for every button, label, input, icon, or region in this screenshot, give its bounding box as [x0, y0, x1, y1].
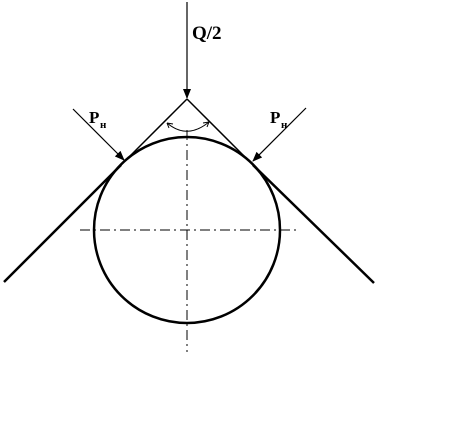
force-arrow-right [252, 107, 307, 162]
vee-angle-arrow-right [202, 121, 210, 128]
vee-angle-arrow-left [166, 122, 174, 129]
vee-angle-arc [166, 121, 210, 132]
vee-right-outer [252, 164, 375, 284]
force-right-label: P [270, 108, 280, 127]
shaft-circle [92, 135, 282, 325]
vee-left-outer [3, 164, 122, 283]
vee-right-inner [186, 98, 254, 166]
force-left-label: P [89, 108, 99, 127]
load-label: Q/2 [192, 23, 222, 44]
vee-left-inner [120, 98, 188, 166]
force-right-subscript: н [281, 119, 288, 131]
force-arrow-left [72, 108, 125, 161]
force-left-subscript: н [100, 119, 107, 131]
